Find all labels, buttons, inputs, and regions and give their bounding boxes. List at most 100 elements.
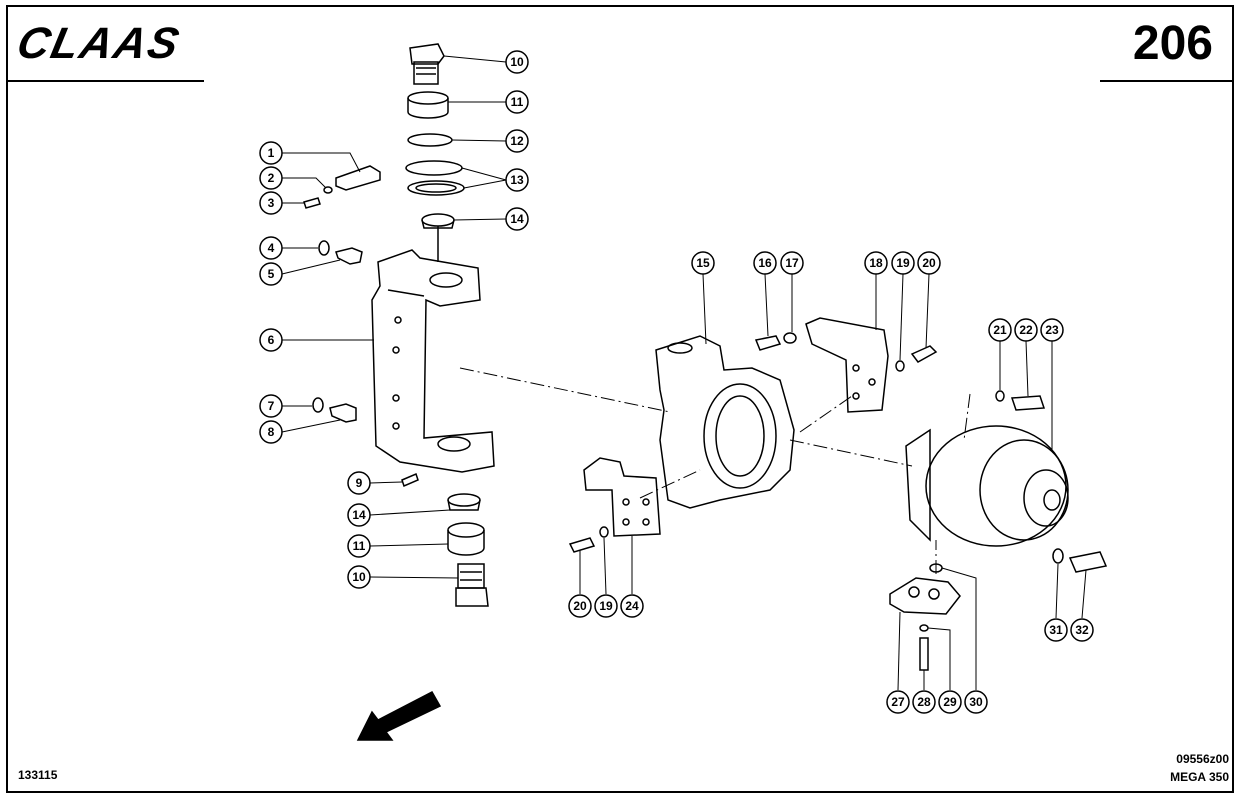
- ring-part-12: [407, 133, 453, 147]
- callout-15: 15: [691, 251, 715, 275]
- callout-14: 14: [505, 207, 529, 231]
- callout-28: 28: [912, 690, 936, 714]
- callout-5: 5: [259, 262, 283, 286]
- model-name: MEGA 350: [1170, 770, 1229, 784]
- callout-2: 2: [259, 166, 283, 190]
- bolt-part-22: [1010, 395, 1046, 411]
- callout-label: 22: [1019, 323, 1033, 337]
- callout-label: 20: [573, 599, 587, 613]
- washer-part-7: [312, 397, 324, 413]
- callout-27: 27: [886, 690, 910, 714]
- callout-label: 10: [510, 55, 524, 69]
- clamp-block-part-27: [889, 577, 961, 615]
- washer-part-19-left: [599, 526, 609, 538]
- callout-21: 21: [988, 318, 1012, 342]
- callout-20: 20: [568, 594, 592, 618]
- washer-part-4: [318, 240, 330, 256]
- callout-label: 11: [511, 95, 524, 109]
- page-number: 206: [1132, 17, 1213, 70]
- callout-11: 11: [505, 90, 529, 114]
- washer-part-21: [995, 390, 1005, 402]
- callout-label: 1: [268, 146, 275, 160]
- callout-label: 14: [352, 508, 366, 522]
- nut-part-14-bottom: [447, 493, 481, 511]
- callout-4: 4: [259, 236, 283, 260]
- callout-label: 19: [896, 256, 910, 270]
- callout-24: 24: [620, 594, 644, 618]
- callout-label: 17: [785, 256, 799, 270]
- bracket-part-24: [583, 457, 661, 537]
- callout-label: 9: [356, 476, 363, 490]
- callout-label: 15: [696, 256, 710, 270]
- reference-number: 133115: [18, 768, 58, 782]
- callout-8: 8: [259, 420, 283, 444]
- bolt-part-10-top: [409, 43, 445, 85]
- direction-arrow-icon: [356, 691, 442, 741]
- sheet-frame: [6, 5, 1234, 793]
- callout-label: 18: [869, 256, 883, 270]
- callout-6: 6: [259, 328, 283, 352]
- nut-part-14-top: [421, 213, 455, 262]
- callout-label: 30: [969, 695, 983, 709]
- callout-3: 3: [259, 191, 283, 215]
- callout-label: 14: [510, 212, 524, 226]
- callout-label: 28: [917, 695, 931, 709]
- callout-label: 3: [268, 196, 275, 210]
- callout-label: 27: [891, 695, 905, 709]
- screw-part-28: [919, 637, 929, 671]
- washer-part-29: [919, 624, 929, 632]
- bracket-part-18: [805, 317, 889, 413]
- bolt-part-5: [335, 247, 363, 265]
- screw-part-3: [303, 197, 321, 209]
- callout-10: 10: [505, 50, 529, 74]
- page-number-underline: [1100, 80, 1233, 82]
- pin-part-9: [401, 472, 419, 488]
- callout-label: 23: [1045, 323, 1059, 337]
- callout-10: 10: [347, 565, 371, 589]
- bolt-part-20-left: [568, 537, 596, 553]
- bracket-part-1: [335, 165, 381, 191]
- callout-label: 13: [510, 173, 524, 187]
- callout-label: 32: [1075, 623, 1089, 637]
- callout-19: 19: [594, 594, 618, 618]
- wheel-hub-part-23: [905, 425, 1069, 547]
- callout-label: 24: [625, 599, 639, 613]
- callout-12: 12: [505, 129, 529, 153]
- callout-19: 19: [891, 251, 915, 275]
- swivel-bracket-part-6: [371, 249, 495, 473]
- callout-18: 18: [864, 251, 888, 275]
- callout-label: 7: [268, 399, 275, 413]
- callout-31: 31: [1044, 618, 1068, 642]
- bolt-part-10-bottom: [455, 563, 489, 607]
- drawing-number: 09556z00: [1176, 752, 1229, 766]
- brand-underline: [8, 80, 204, 82]
- callout-17: 17: [780, 251, 804, 275]
- axle-housing-part-15: [655, 335, 795, 509]
- bolt-part-8: [329, 403, 357, 423]
- bolt-part-32: [1068, 551, 1108, 573]
- callout-14: 14: [347, 503, 371, 527]
- callout-label: 29: [943, 695, 957, 709]
- callout-label: 4: [268, 241, 275, 255]
- callout-23: 23: [1040, 318, 1064, 342]
- callout-9: 9: [347, 471, 371, 495]
- callout-label: 16: [758, 256, 772, 270]
- callout-label: 31: [1049, 623, 1063, 637]
- callout-16: 16: [753, 251, 777, 275]
- callout-13: 13: [505, 168, 529, 192]
- callout-label: 2: [268, 171, 275, 185]
- callout-11: 11: [347, 534, 371, 558]
- assembly-lines: [459, 367, 971, 574]
- nut-part-17: [783, 332, 797, 344]
- callout-30: 30: [964, 690, 988, 714]
- callout-22: 22: [1014, 318, 1038, 342]
- washer-part-19-right: [895, 360, 905, 372]
- callout-label: 12: [510, 134, 524, 148]
- leader-lines: [281, 55, 1087, 691]
- callout-label: 20: [922, 256, 936, 270]
- callout-label: 21: [993, 323, 1007, 337]
- callout-label: 19: [599, 599, 613, 613]
